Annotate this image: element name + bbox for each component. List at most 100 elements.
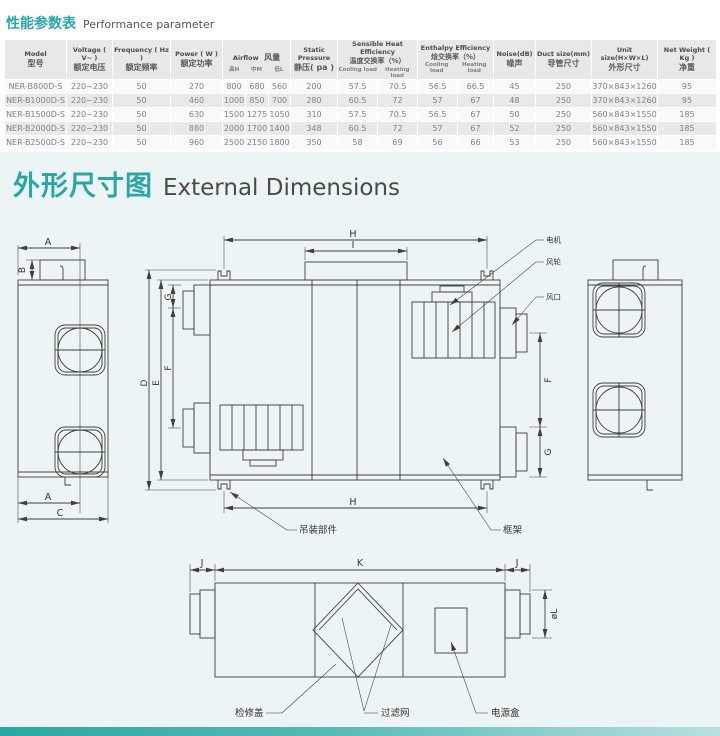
col-duct-en: Duct size(mm)	[537, 50, 591, 59]
cell-enthalpy-heating: 67	[457, 92, 495, 108]
dim-labels: H I D E G F F G H	[140, 229, 554, 508]
cell-power: 460	[170, 92, 223, 108]
callout-leaders	[229, 239, 544, 531]
cell-voltage: 220~230	[66, 92, 113, 108]
col-airflow-mid: 中M	[251, 67, 262, 74]
cell-sensible-heating: 72	[377, 92, 419, 108]
cell-airflow-low: 1050	[267, 106, 292, 122]
top-duct	[612, 259, 659, 281]
col-sensible-subs: Cooling load Heating load	[338, 66, 417, 79]
cell-airflow-mid: 1275	[245, 106, 269, 122]
heat-exchange-core	[312, 582, 404, 678]
cell-noise: 53	[493, 134, 537, 150]
dim-label-i: I	[352, 240, 355, 251]
col-duct-zh: 导管尺寸	[547, 58, 580, 68]
cell-voltage: 220~230	[66, 78, 113, 94]
dim-label-d: D	[140, 379, 150, 386]
col-airflow-high: 高H	[229, 67, 240, 74]
cell-static: 348	[290, 120, 339, 136]
dimension-lines	[18, 245, 108, 522]
cell-model: NER-B1000D-S	[4, 92, 67, 108]
cell-weight: 95	[657, 92, 718, 108]
bottom-view: J K J øL 检修盖 过滤网 电源盒	[189, 558, 560, 719]
cell-model: NER-B2000D-S	[4, 120, 67, 136]
cell-enthalpy-cooling: 57	[417, 120, 459, 136]
dim-label-f: F	[164, 365, 174, 370]
col-weight-zh: 净重	[679, 62, 696, 72]
cell-airflow-high: 2500	[222, 134, 246, 150]
cell-unit-size: 370×843×1260	[591, 92, 659, 108]
col-frequency-en: Frequency ( Hz )	[114, 45, 169, 63]
callout-leaders	[266, 617, 488, 714]
col-enthalpy-heating: Heating load	[462, 62, 487, 75]
cell-sensible-cooling: 57.5	[337, 106, 379, 122]
callout-filter-mesh: 过滤网	[381, 707, 410, 719]
cell-voltage: 220~230	[66, 134, 113, 150]
cell-airflow-mid: 850	[245, 92, 269, 108]
cell-weight: 185	[657, 134, 718, 150]
col-noise: Noise(dB)噪声	[493, 39, 537, 80]
cell-enthalpy-heating: 67	[457, 120, 495, 136]
cell-noise: 48	[493, 92, 537, 108]
extension-lines	[189, 564, 552, 639]
cell-sensible-cooling: 60.5	[337, 120, 379, 136]
cell-model: NER-B800D-S	[4, 78, 67, 94]
callout-air-vent: 风口	[546, 293, 561, 302]
cell-weight: 95	[657, 78, 718, 94]
cell-airflow-mid: 1700	[245, 120, 269, 136]
dimension-lines	[146, 237, 543, 511]
cell-static: 280	[290, 92, 339, 108]
cell-airflow-high: 800	[222, 78, 246, 94]
dim-label-c: C	[57, 508, 64, 519]
top-duct	[39, 259, 86, 281]
col-enthalpy-en: Enthalpy Efficiency	[420, 44, 491, 53]
performance-title-zh: 性能参数表	[6, 16, 76, 32]
cell-model: NER-B2500D-S	[4, 134, 67, 150]
col-sensible-cooling: Cooling load	[338, 66, 377, 73]
col-sensible: Sensible Heat Efficiency 温度交换率（%） Coolin…	[337, 39, 419, 80]
col-enthalpy-zh: 焓交换率（%）	[431, 52, 481, 61]
cell-unit-size: 370×843×1260	[591, 78, 659, 94]
dim-label-k: K	[357, 558, 364, 569]
cell-airflow-mid: 680	[245, 78, 269, 94]
cell-power: 960	[170, 134, 223, 150]
col-sensible-heating: Heating load	[385, 66, 410, 79]
cell-airflow-high: 1500	[222, 106, 246, 122]
cell-duct: 250	[535, 134, 593, 150]
cell-weight: 185	[657, 106, 718, 122]
cell-power: 880	[170, 120, 223, 136]
col-voltage-zh: 额定电压	[73, 62, 106, 72]
cell-airflow-high: 1000	[222, 92, 246, 108]
fan-opening	[54, 324, 106, 376]
col-voltage-en: Voltage ( V~ )	[72, 45, 107, 63]
cell-voltage: 220~230	[66, 106, 113, 122]
col-power-en: Power ( W )	[175, 50, 218, 59]
callout-frame: 框架	[503, 524, 523, 536]
col-weight-en: Net Weight ( Kg )	[663, 45, 711, 63]
cell-enthalpy-cooling: 56	[417, 134, 459, 150]
cell-unit-size: 560×843×1550	[591, 120, 659, 136]
extension-lines	[145, 236, 547, 513]
cell-frequency: 50	[112, 92, 171, 108]
cell-sensible-heating: 69	[377, 134, 419, 150]
col-enthalpy: Enthalpy Efficiency 焓交换率（%） Cooling load…	[417, 39, 495, 80]
callout-fan-wheel: 风轮	[546, 257, 561, 267]
cell-sensible-heating: 70.5	[377, 106, 419, 122]
dim-labels: J K J øL	[200, 558, 560, 619]
cell-voltage: 220~230	[66, 120, 113, 136]
dimension-lines	[190, 567, 548, 638]
cell-sensible-cooling: 57.5	[337, 78, 379, 94]
fan-blower-lower	[219, 404, 304, 467]
cell-frequency: 50	[112, 106, 171, 122]
cell-static: 310	[290, 106, 339, 122]
cell-sensible-cooling: 58	[337, 134, 379, 150]
duct-flanges	[189, 589, 531, 639]
cell-power: 630	[170, 106, 223, 122]
cabinet-body	[17, 279, 109, 478]
cell-enthalpy-heating: 66.5	[457, 78, 495, 94]
